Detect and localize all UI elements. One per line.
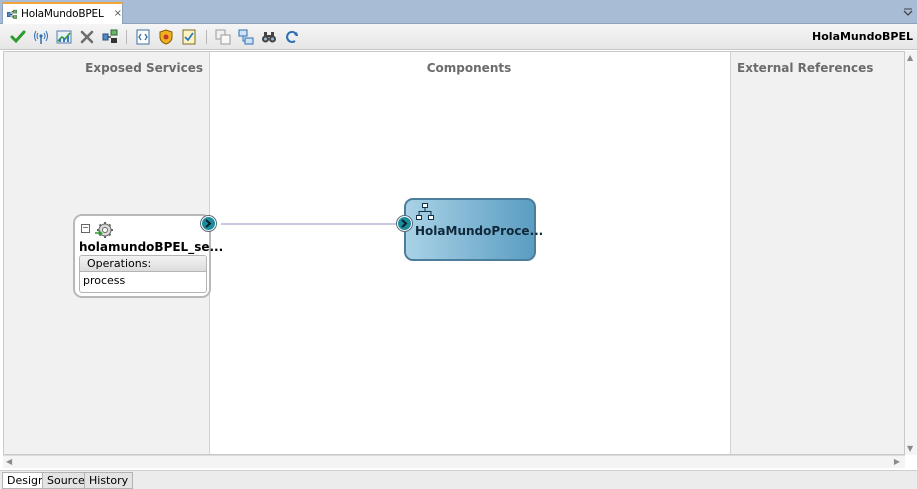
bpel-process-component[interactable]: HolaMundoProce... bbox=[404, 198, 543, 261]
composite-icon bbox=[7, 9, 18, 19]
editor-tab-strip: HolaMundoBPEL × bbox=[0, 0, 917, 24]
web-service-icon bbox=[95, 222, 113, 238]
horizontal-scrollbar[interactable]: ◀ ▶ bbox=[3, 455, 905, 468]
layout-button[interactable] bbox=[237, 28, 255, 46]
refresh-icon bbox=[286, 30, 298, 43]
tab-list-icon[interactable] bbox=[903, 8, 913, 18]
toolbar: HolaMundoBPEL bbox=[0, 24, 917, 50]
chart-button[interactable] bbox=[55, 28, 73, 46]
xml-button[interactable] bbox=[134, 28, 152, 46]
validate-button[interactable] bbox=[9, 28, 27, 46]
bpel-process-icon bbox=[416, 203, 434, 220]
service-port[interactable] bbox=[200, 215, 217, 232]
operation-item[interactable]: process bbox=[83, 274, 126, 287]
tab-label: HolaMundoBPEL bbox=[21, 8, 104, 20]
chart-icon bbox=[56, 30, 72, 44]
tab-design[interactable]: Design bbox=[2, 472, 50, 489]
scroll-right-icon[interactable]: ▶ bbox=[893, 457, 900, 466]
operations-panel: Operations: process bbox=[79, 255, 207, 293]
deploy-button[interactable] bbox=[101, 28, 119, 46]
component-name: HolaMundoProce... bbox=[415, 224, 544, 238]
close-icon[interactable]: × bbox=[113, 8, 122, 19]
chevron-right-icon bbox=[205, 219, 212, 228]
refresh-button[interactable] bbox=[283, 28, 301, 46]
tab-source[interactable]: Source bbox=[42, 472, 90, 489]
test-button[interactable] bbox=[180, 28, 198, 46]
vertical-scrollbar[interactable]: ▲ ▼ bbox=[905, 51, 917, 455]
collapse-icon[interactable]: − bbox=[81, 223, 90, 233]
antenna-icon bbox=[34, 30, 48, 44]
service-wire[interactable] bbox=[221, 223, 399, 225]
service-box[interactable]: − holamundoBPEL_se... Operations: proces… bbox=[73, 214, 223, 298]
checklist-icon bbox=[182, 29, 196, 45]
service-name: holamundoBPEL_se... bbox=[79, 240, 224, 254]
find-button[interactable] bbox=[260, 28, 278, 46]
exposed-services-title: Exposed Services bbox=[85, 61, 203, 75]
scroll-up-icon[interactable]: ▲ bbox=[907, 53, 914, 62]
policy-button[interactable] bbox=[157, 28, 175, 46]
binoculars-icon bbox=[262, 32, 276, 43]
chevron-right-icon bbox=[401, 219, 408, 228]
delete-x-icon bbox=[80, 30, 94, 44]
scroll-left-icon[interactable]: ◀ bbox=[6, 457, 13, 466]
xml-icon bbox=[136, 29, 150, 45]
components-title: Components bbox=[426, 61, 512, 75]
copy-icon bbox=[215, 29, 231, 45]
composite-title: HolaMundoBPEL bbox=[812, 30, 913, 43]
layout-icon bbox=[238, 29, 254, 45]
external-references-title: External References bbox=[737, 61, 874, 75]
shield-icon bbox=[159, 29, 173, 45]
operations-header: Operations: bbox=[80, 256, 206, 272]
tab-history[interactable]: History bbox=[84, 472, 134, 489]
delete-button[interactable] bbox=[78, 28, 96, 46]
external-references-lane[interactable]: External References bbox=[730, 52, 904, 454]
copy-button[interactable] bbox=[214, 28, 232, 46]
composite-canvas[interactable]: Exposed Services Components External Ref… bbox=[3, 51, 905, 455]
deploy-icon bbox=[102, 29, 118, 43]
editor-view-tabs: Design Source History bbox=[0, 470, 917, 489]
checkmark-icon bbox=[10, 30, 26, 44]
component-port[interactable] bbox=[396, 215, 413, 232]
tab-holamundobpel[interactable]: HolaMundoBPEL × bbox=[2, 2, 123, 24]
wireless-button[interactable] bbox=[32, 28, 50, 46]
scroll-down-icon[interactable]: ▼ bbox=[907, 444, 914, 453]
